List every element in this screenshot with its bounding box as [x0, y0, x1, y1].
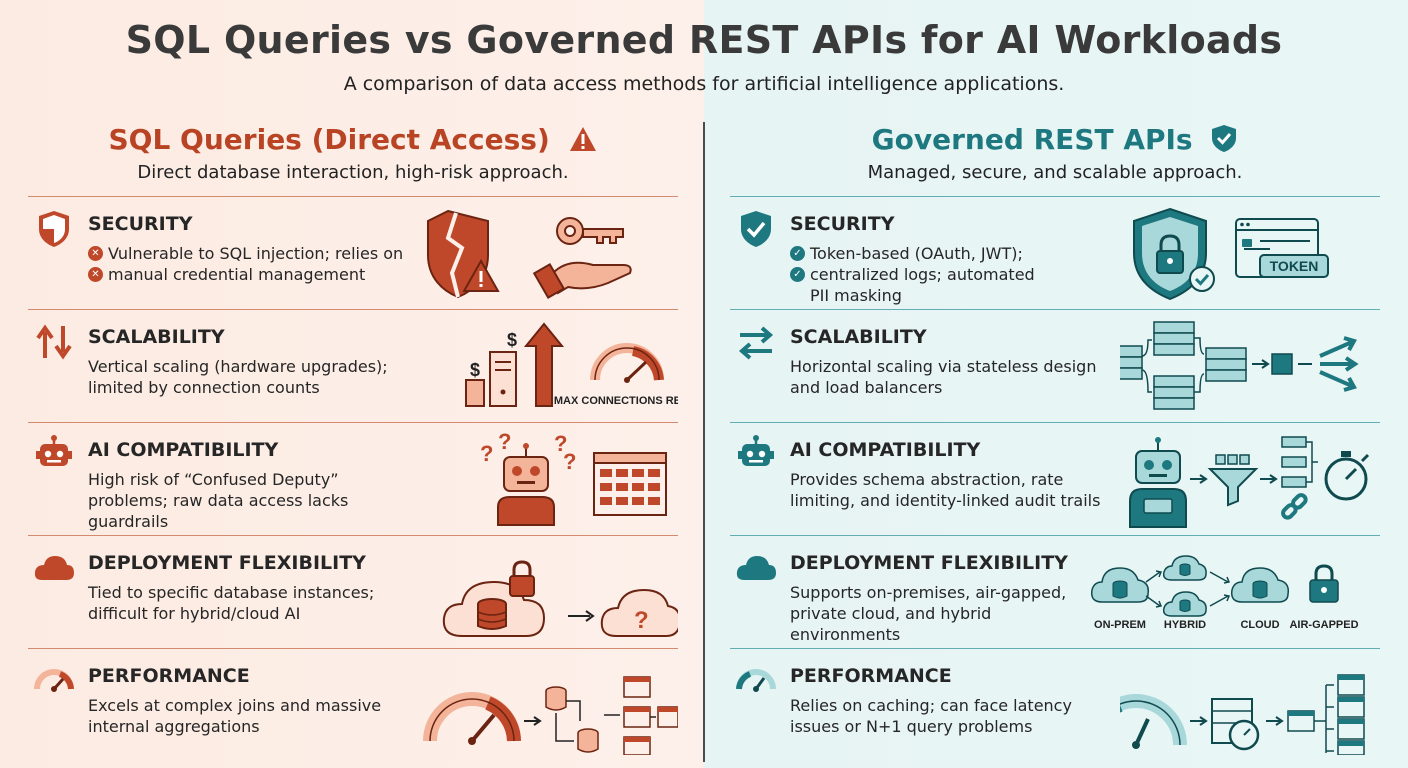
bullet-item: ✕ manual credential management	[88, 264, 408, 285]
api-scalability-row: SCALABILITY Horizontal scaling via state…	[730, 309, 1380, 422]
warning-icon	[569, 127, 596, 151]
row-title: SECURITY	[790, 213, 895, 235]
api-heading-text: Governed REST APIs	[871, 123, 1193, 156]
bullet-text: centralized logs; automated PII masking	[810, 265, 1035, 305]
token-label: TOKEN	[1270, 258, 1319, 274]
row-title: SCALABILITY	[88, 326, 225, 348]
x-mark-icon: ✕	[88, 267, 103, 282]
shield-icon	[39, 211, 69, 247]
row-desc: Vertical scaling (hardware upgrades); li…	[88, 357, 388, 397]
joins-flow-illustration	[423, 676, 678, 755]
shield-check-icon	[1212, 125, 1237, 152]
sql-security-row: SECURITY ✕ Vulnerable to SQL injection; r…	[28, 196, 678, 309]
row-desc: Tied to specific database instances; dif…	[88, 583, 375, 623]
api-security-row: SECURITY ✓ Token-based (OAuth, JWT); ✓ cen…	[730, 196, 1380, 309]
cloud-icon	[736, 556, 776, 580]
swap-arrows-icon	[738, 326, 774, 360]
shield-check-icon	[741, 211, 771, 247]
row-title: PERFORMANCE	[88, 665, 250, 687]
sql-performance-row: PERFORMANCE Excels at complex joins and …	[28, 648, 678, 761]
caching-flow-illustration	[1120, 674, 1365, 755]
svg-text:?: ?	[563, 449, 576, 474]
confused-robot-illustration: ? ? ? ?	[480, 429, 667, 526]
deployment-options-illustration: ON-PREM HYBRID CLOUD AIR-GAPPED	[1090, 555, 1359, 631]
row-title: AI COMPATIBILITY	[790, 439, 981, 461]
gauge-icon	[34, 669, 74, 692]
air-gapped-label: AIR-GAPPED	[1289, 619, 1358, 631]
svg-text:?: ?	[498, 429, 511, 454]
row-title: SECURITY	[88, 213, 193, 235]
broken-shield-key-illustration	[427, 209, 632, 299]
sql-subheading: Direct database interaction, high-risk a…	[137, 162, 569, 183]
svg-text:$: $	[470, 360, 480, 380]
lock-shield-token-illustration: TOKEN	[1133, 207, 1329, 301]
row-title: PERFORMANCE	[790, 665, 952, 687]
row-desc: Provides schema abstraction, rate limiti…	[790, 470, 1101, 510]
api-performance-row: PERFORMANCE Relies on caching; can face …	[730, 648, 1380, 761]
svg-text:$: $	[507, 330, 517, 350]
sql-panel: SQL Queries (Direct Access) Direct datab…	[28, 120, 678, 755]
api-deployment-row: DEPLOYMENT FLEXIBILITY Supports on-premi…	[730, 535, 1380, 648]
svg-text:?: ?	[554, 431, 567, 456]
bullet-text: Vulnerable to SQL injection; relies on	[108, 244, 404, 263]
center-divider	[703, 122, 705, 762]
on-prem-label: ON-PREM	[1094, 619, 1146, 631]
api-ai-row: AI COMPATIBILITY Provides schema abstrac…	[730, 422, 1380, 535]
cloud-icon	[34, 556, 74, 580]
row-desc: Supports on-premises, air-gapped, privat…	[790, 583, 1067, 644]
page-title: SQL Queries vs Governed REST APIs for AI…	[125, 18, 1283, 62]
row-title: AI COMPATIBILITY	[88, 439, 279, 461]
api-subheading: Managed, secure, and scalable approach.	[867, 162, 1243, 183]
api-heading: Governed REST APIs	[730, 120, 1380, 160]
row-title: SCALABILITY	[790, 326, 927, 348]
bullet-item: ✕ Vulnerable to SQL injection; relies on	[88, 243, 408, 264]
max-connections-label: MAX CONNECTIONS REACHED	[554, 395, 678, 407]
sql-heading-text: SQL Queries (Direct Access)	[108, 123, 550, 156]
hybrid-label: HYBRID	[1164, 619, 1206, 631]
svg-text:?: ?	[634, 607, 649, 634]
row-title: DEPLOYMENT FLEXIBILITY	[88, 552, 366, 574]
gauge-icon	[736, 669, 776, 692]
robot-icon	[36, 435, 72, 466]
row-desc: Excels at complex joins and massive inte…	[88, 696, 382, 736]
check-mark-icon: ✓	[790, 246, 805, 261]
up-down-arrows-icon	[36, 324, 72, 360]
page-subtitle: A comparison of data access methods for …	[343, 73, 1065, 95]
row-desc: Relies on caching; can face latency issu…	[790, 696, 1072, 736]
check-mark-icon: ✓	[790, 267, 805, 282]
bullet-item: ✓ Token-based (OAuth, JWT);	[790, 243, 1050, 264]
row-desc: ✓ Token-based (OAuth, JWT); ✓ centralized …	[790, 243, 1050, 306]
x-mark-icon: ✕	[88, 246, 103, 261]
row-desc: ✕Vulnerable to SQL injection; relies on …	[88, 243, 408, 285]
row-desc: Horizontal scaling via stateless design …	[790, 357, 1097, 397]
cloud-label: CLOUD	[1240, 619, 1279, 631]
api-panel: Governed REST APIs Managed, secure, and …	[730, 120, 1380, 755]
load-balancer-illustration	[1120, 321, 1359, 410]
row-title: DEPLOYMENT FLEXIBILITY	[790, 552, 1068, 574]
row-desc: High risk of “Confused Deputy” problems;…	[88, 470, 349, 531]
robot-filter-audit-illustration	[1129, 436, 1370, 528]
robot-icon	[738, 435, 774, 466]
sql-ai-row: AI COMPATIBILITY High risk of “Confused …	[28, 422, 678, 535]
sql-scalability-row: SCALABILITY Vertical scaling (hardware u…	[28, 309, 678, 422]
bullet-item: ✓ centralized logs; automated PII masking	[790, 264, 1050, 306]
bullet-text: Token-based (OAuth, JWT);	[810, 244, 1023, 263]
vertical-scaling-illustration: $ $ MAX CONNECTIONS REACHED	[465, 322, 678, 407]
svg-text:?: ?	[480, 441, 493, 466]
sql-heading: SQL Queries (Direct Access)	[28, 120, 678, 160]
sql-deployment-row: DEPLOYMENT FLEXIBILITY Tied to specific …	[28, 535, 678, 648]
bullet-text: manual credential management	[108, 265, 366, 284]
locked-cloud-illustration: ?	[442, 560, 678, 637]
